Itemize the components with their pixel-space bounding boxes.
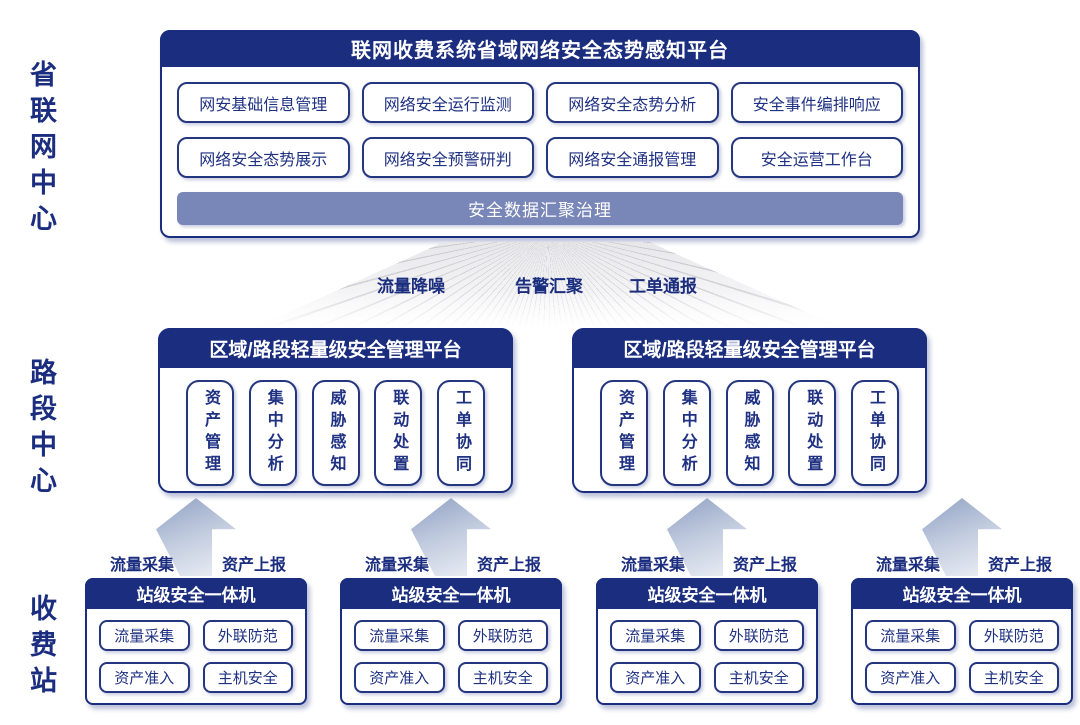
uplink-label-asset-report: 资产上报 — [222, 557, 287, 574]
station-appliance-box: 站级安全一体机 流量采集 外联防范 资产准入 主机安全 — [340, 578, 562, 705]
module-pill-vertical: 联动处置 — [788, 380, 837, 486]
module-pill: 主机安全 — [968, 662, 1059, 693]
station-column: 流量采集 资产上报 站级安全一体机 流量采集 外联防范 资产准入 主机安全 — [851, 498, 1073, 708]
provincial-platform-box: 联网收费系统省域网络安全态势感知平台 网安基础信息管理 网络安全运行监测 网络安… — [160, 30, 920, 238]
regional-module-row: 资产管理 集中分析 威胁感知 联动处置 工单协同 — [574, 368, 925, 486]
module-pill: 主机安全 — [202, 662, 293, 693]
module-pill: 资产准入 — [865, 662, 956, 693]
regional-platform-box: 区域/路段轻量级安全管理平台 资产管理 集中分析 威胁感知 联动处置 工单协同 — [572, 328, 927, 493]
station-column: 流量采集 资产上报 站级安全一体机 流量采集 外联防范 资产准入 主机安全 — [596, 498, 818, 708]
uplink-label-asset-report: 资产上报 — [733, 557, 798, 574]
data-aggregation-bar: 安全数据汇聚治理 — [177, 192, 903, 225]
station-column: 流量采集 资产上报 站级安全一体机 流量采集 外联防范 资产准入 主机安全 — [340, 498, 562, 708]
flow-label-ticket-report: 工单通报 — [629, 277, 697, 296]
module-pill-vertical: 资产管理 — [600, 380, 648, 486]
module-pill: 资产准入 — [354, 662, 445, 693]
station-appliance-box: 站级安全一体机 流量采集 外联防范 资产准入 主机安全 — [851, 578, 1073, 705]
station-appliance-title: 站级安全一体机 — [851, 578, 1073, 609]
provincial-platform-title: 联网收费系统省域网络安全态势感知平台 — [160, 30, 920, 67]
module-pill-vertical: 集中分析 — [662, 380, 711, 486]
uplink-label-asset-report: 资产上报 — [988, 557, 1053, 574]
regional-module-row: 资产管理 集中分析 威胁感知 联动处置 工单协同 — [160, 368, 511, 486]
module-pill: 流量采集 — [865, 620, 956, 651]
module-pill: 外联防范 — [457, 620, 548, 651]
module-pill: 主机安全 — [457, 662, 548, 693]
module-pill-vertical: 集中分析 — [248, 380, 297, 486]
tier-label-provincial-center: 省联网中心 — [26, 60, 56, 240]
module-pill: 外联防范 — [202, 620, 293, 651]
provincial-module-grid: 网安基础信息管理 网络安全运行监测 网络安全态势分析 安全事件编排响应 网络安全… — [162, 67, 918, 178]
station-appliance-box: 站级安全一体机 流量采集 外联防范 资产准入 主机安全 — [85, 578, 307, 705]
module-pill: 网络安全通报管理 — [546, 137, 719, 178]
module-pill: 网络安全态势分析 — [546, 82, 719, 123]
uplink-label-traffic-collection: 流量采集 — [620, 557, 685, 574]
station-module-grid: 流量采集 外联防范 资产准入 主机安全 — [598, 609, 816, 693]
module-pill-vertical: 威胁感知 — [725, 380, 774, 486]
regional-platform-title: 区域/路段轻量级安全管理平台 — [158, 328, 513, 368]
module-pill-vertical: 工单协同 — [851, 380, 899, 486]
uplink-label-asset-report: 资产上报 — [477, 557, 542, 574]
module-pill: 资产准入 — [99, 662, 190, 693]
station-appliance-title: 站级安全一体机 — [596, 578, 818, 609]
station-appliance-box: 站级安全一体机 流量采集 外联防范 资产准入 主机安全 — [596, 578, 818, 705]
uplink-label-traffic-collection: 流量采集 — [109, 557, 174, 574]
station-appliance-title: 站级安全一体机 — [340, 578, 562, 609]
module-pill: 流量采集 — [99, 620, 190, 651]
module-pill: 流量采集 — [354, 620, 445, 651]
regional-platform-title: 区域/路段轻量级安全管理平台 — [572, 328, 927, 368]
module-pill: 外联防范 — [968, 620, 1059, 651]
flow-label-alert-aggregation: 告警汇聚 — [515, 277, 583, 296]
regional-platform-box: 区域/路段轻量级安全管理平台 资产管理 集中分析 威胁感知 联动处置 工单协同 — [158, 328, 513, 493]
tier-label-toll-station: 收费站 — [26, 594, 56, 702]
module-pill: 网络安全运行监测 — [361, 82, 534, 123]
module-pill-vertical: 工单协同 — [437, 380, 485, 486]
uplink-label-traffic-collection: 流量采集 — [875, 557, 940, 574]
tier-label-road-section-center: 路段中心 — [26, 358, 56, 502]
module-pill: 外联防范 — [713, 620, 804, 651]
module-pill: 网安基础信息管理 — [177, 82, 350, 123]
uplink-label-traffic-collection: 流量采集 — [364, 557, 429, 574]
module-pill: 安全事件编排响应 — [730, 82, 903, 123]
flow-label-traffic-denoise: 流量降噪 — [377, 277, 445, 296]
station-column: 流量采集 资产上报 站级安全一体机 流量采集 外联防范 资产准入 主机安全 — [85, 498, 307, 708]
module-pill: 主机安全 — [713, 662, 804, 693]
station-appliance-title: 站级安全一体机 — [85, 578, 307, 609]
module-pill-vertical: 资产管理 — [186, 380, 234, 486]
station-module-grid: 流量采集 外联防范 资产准入 主机安全 — [87, 609, 305, 693]
module-pill: 安全运营工作台 — [730, 137, 903, 178]
station-module-grid: 流量采集 外联防范 资产准入 主机安全 — [853, 609, 1071, 693]
module-pill: 网络安全态势展示 — [177, 137, 350, 178]
station-module-grid: 流量采集 外联防范 资产准入 主机安全 — [342, 609, 560, 693]
module-pill-vertical: 威胁感知 — [311, 380, 360, 486]
module-pill: 流量采集 — [610, 620, 701, 651]
module-pill: 资产准入 — [610, 662, 701, 693]
module-pill-vertical: 联动处置 — [374, 380, 423, 486]
module-pill: 网络安全预警研判 — [361, 137, 534, 178]
